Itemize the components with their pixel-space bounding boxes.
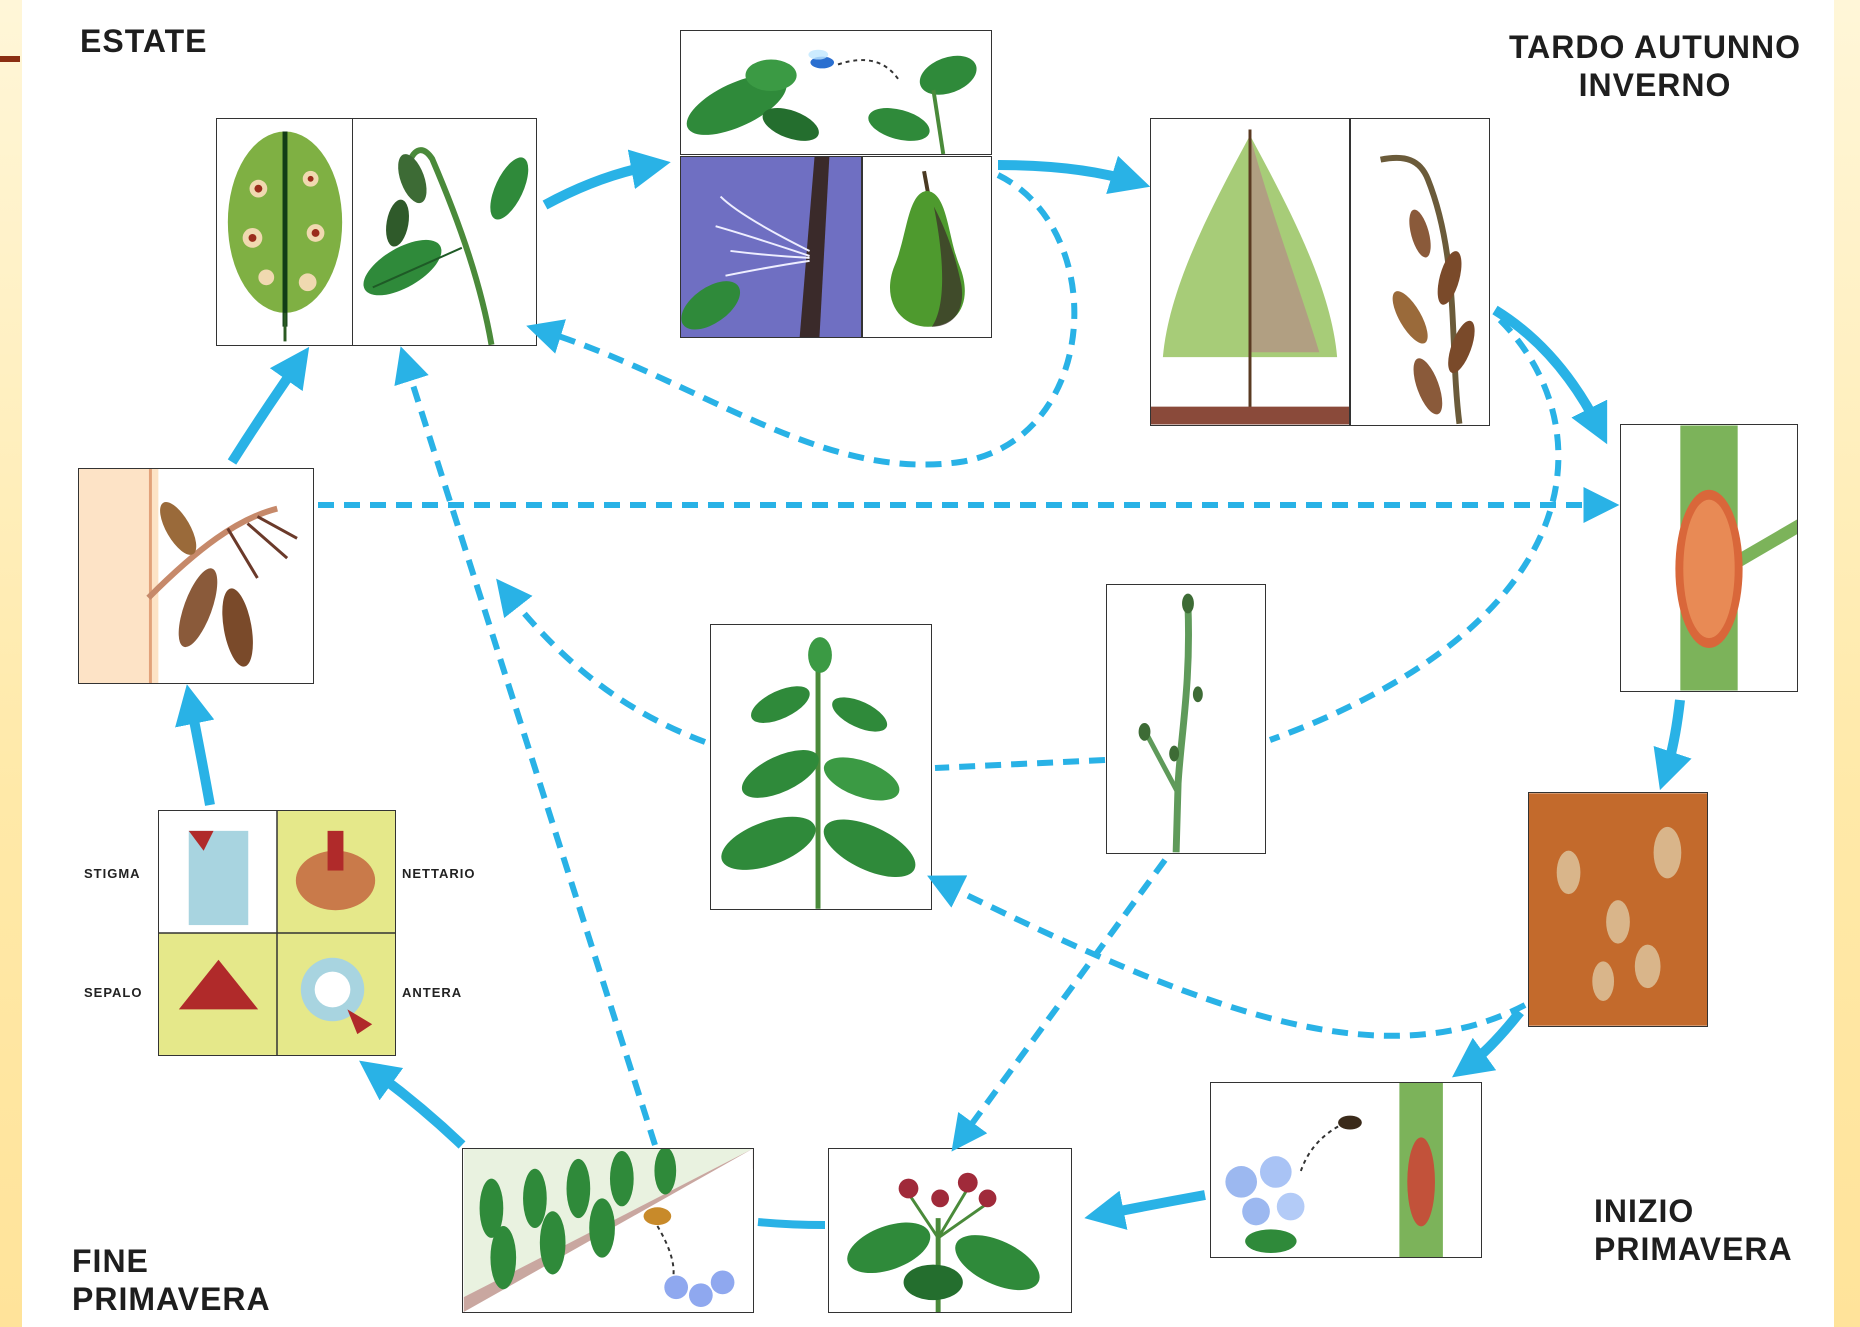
panel-bacterial-ooze [680,156,862,338]
panel-spotted-leaf [216,118,354,346]
label-anther: ANTERA [402,985,462,1000]
season-autumn-line2: INVERNO [1490,66,1820,104]
branch-canker-illustration [1621,425,1797,691]
arrow-fruit-to-tree [998,165,1135,182]
dead-twig-illustration [1351,119,1489,425]
season-autumn-line1: TARDO AUTUNNO [1490,28,1820,66]
dashed-twig-to-cluster [960,860,1165,1140]
leaves-insect-illustration [681,31,991,154]
right-border-strip [1834,0,1860,1327]
bacterial-ooze-illustration [681,157,861,337]
flower-parts-illustration [159,811,395,1055]
arrow-bark-to-blossoms [1465,1012,1520,1068]
panel-infected-blossoms [828,1148,1072,1313]
season-early-spring-line1: INIZIO [1594,1192,1793,1230]
panel-orchard-bee [462,1148,754,1313]
dashed-twig-to-healthy [935,760,1105,768]
wilted-shoot-illustration [353,119,536,345]
panel-flower-parts [158,810,396,1056]
panel-dead-twig [1350,118,1490,426]
label-sepal: SEPALO [84,985,143,1000]
panel-bare-twig [1106,584,1266,854]
bark-droplets-illustration [1529,793,1707,1026]
spotted-leaf-illustration [217,119,353,345]
corner-mark [0,56,20,62]
bare-twig-illustration [1107,585,1265,853]
season-late-spring-line2: PRIMAVERA [72,1280,271,1318]
healthy-shoot-illustration [711,625,931,909]
arrow-shoot-to-summer [232,360,300,462]
season-label-late-autumn-winter: TARDO AUTUNNO INVERNO [1490,28,1820,104]
season-label-early-spring: INIZIO PRIMAVERA [1594,1192,1793,1268]
panel-leaves-insect [680,30,992,155]
arrow-cluster-to-orchard [758,1222,825,1225]
infected-blossoms-illustration [829,1149,1071,1312]
label-stigma: STIGMA [84,866,141,881]
arrow-summer-to-insects [545,165,655,205]
pear-illustration [863,157,991,337]
panel-healthy-shoot [710,624,932,910]
season-label-summer: ESTATE [80,22,207,60]
panel-blighted-shoot [78,468,314,684]
arrow-orchard-to-flowerparts [372,1070,462,1145]
season-early-spring-line2: PRIMAVERA [1594,1230,1793,1268]
dashed-bark-to-healthy [940,882,1525,1036]
arrow-canker-to-bark [1665,700,1680,775]
blossoms-canker-illustration [1211,1083,1481,1257]
panel-pear-tree [1150,118,1350,426]
arrow-blossoms-to-cluster [1100,1195,1205,1215]
dashed-orchard-to-summer [405,360,655,1145]
season-label-late-spring: FINE PRIMAVERA [72,1242,271,1318]
panel-branch-canker [1620,424,1798,692]
pear-tree-illustration [1151,119,1349,425]
blighted-shoot-illustration [79,469,313,683]
panel-pear-fruit [862,156,992,338]
panel-wilted-shoot [352,118,537,346]
panel-blossoms-canker [1210,1082,1482,1258]
arrow-flowerparts-to-shoot [190,700,210,805]
panel-bark-droplets [1528,792,1708,1027]
left-border-strip [0,0,22,1327]
arrow-tree-to-canker [1495,310,1600,430]
season-late-spring-line1: FINE [72,1242,271,1280]
orchard-bee-illustration [463,1149,753,1312]
dashed-healthy-to-blighted [505,590,705,742]
label-nectary: NETTARIO [402,866,475,881]
season-summer-line1: ESTATE [80,22,207,60]
